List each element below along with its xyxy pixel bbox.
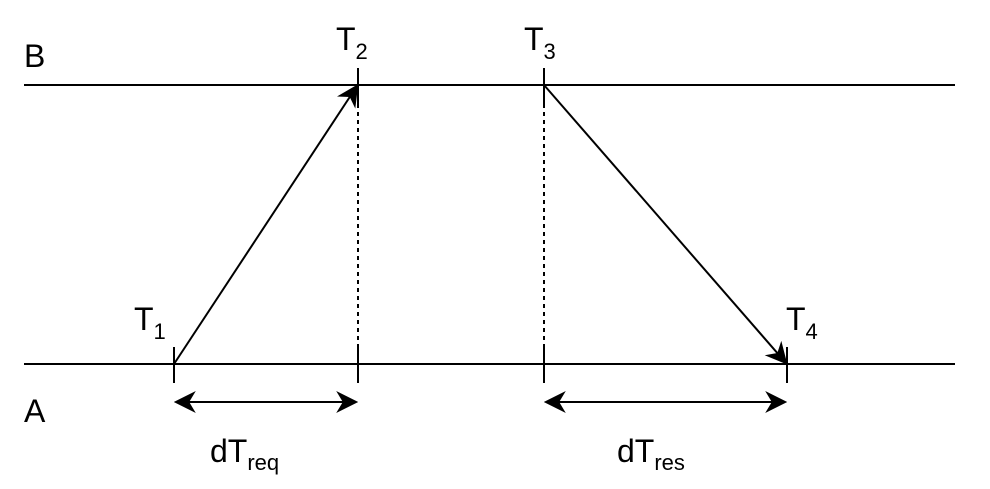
timeline-b-label: B <box>24 38 45 74</box>
label-t1: T1 <box>134 301 166 344</box>
request-message-arrow <box>173 84 359 365</box>
timeline-a-label: A <box>24 393 46 429</box>
response-message-arrow <box>543 84 788 365</box>
label-request-interval: dTreq <box>210 433 279 475</box>
label-response-interval: dTres <box>617 433 685 475</box>
label-t3: T3 <box>524 21 556 64</box>
label-t2: T2 <box>336 21 368 64</box>
label-t4: T4 <box>786 301 818 344</box>
